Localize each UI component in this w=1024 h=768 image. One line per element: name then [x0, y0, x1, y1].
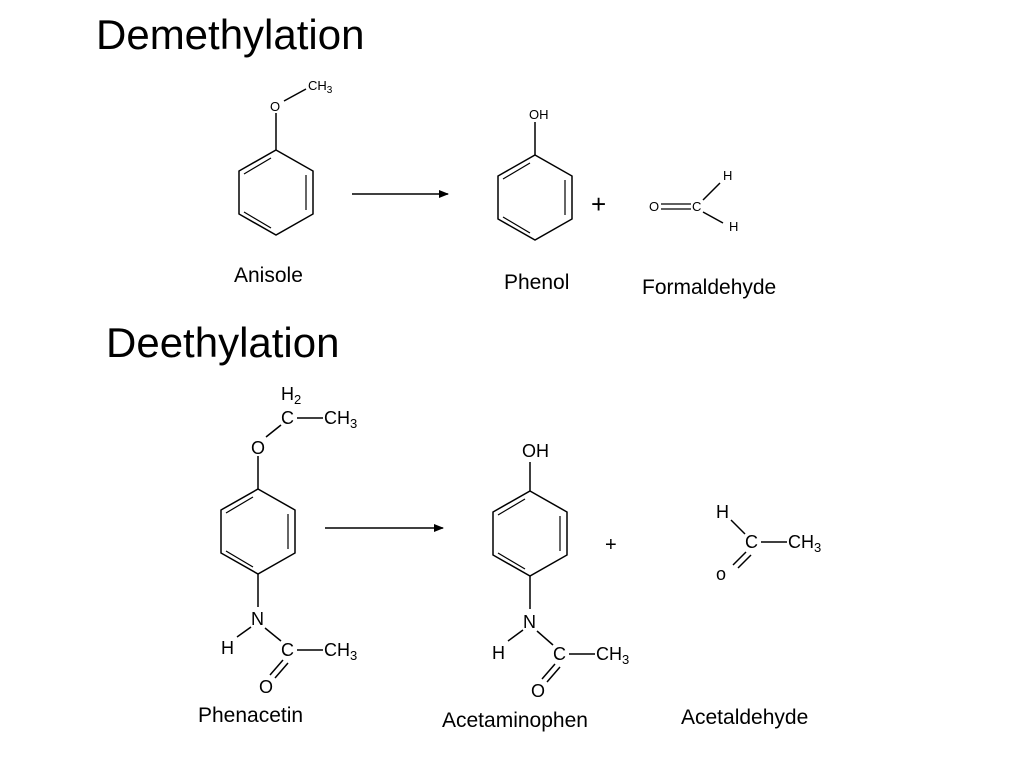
acetaminophen-co-double-bond	[546, 666, 561, 683]
phenacetin-carbonyl-o-atom: O	[259, 677, 273, 697]
phenacetin-h-atom: H	[221, 638, 234, 658]
acetaminophen-carbonyl-c-atom: C	[553, 644, 566, 664]
phenacetin-acetyl-ch3-atom: CH3	[324, 640, 357, 663]
demethylation-title: Demethylation	[96, 11, 365, 58]
formaldehyde-h-bond	[702, 182, 721, 201]
phenacetin-co-double-bond	[269, 659, 284, 676]
formaldehyde-label: Formaldehyde	[642, 276, 777, 299]
acetaldehyde-co-double-bond	[737, 554, 752, 569]
acetaminophen-nc-bond	[536, 630, 554, 646]
phenol-ring	[497, 154, 573, 241]
acetaminophen-carbonyl-o-atom: O	[531, 681, 545, 701]
phenacetin-nh-bond	[236, 626, 252, 638]
acetaminophen-ring	[492, 490, 568, 577]
formaldehyde-c-atom: C	[692, 199, 701, 214]
acetaminophen-ch3-atom: CH3	[596, 644, 629, 667]
acetaminophen-n-atom: N	[523, 612, 536, 632]
phenol-oh-atom: OH	[529, 107, 549, 122]
phenacetin-h2-atom: H2	[281, 384, 301, 407]
acetaminophen-structure: OH N H C CH3 O	[492, 441, 629, 701]
phenacetin-ch3-atom: CH3	[324, 408, 357, 431]
acetaminophen-double-bond	[497, 498, 526, 516]
plus-sign-2: +	[605, 534, 617, 556]
anisole-o-atom: O	[270, 99, 280, 114]
acetaldehyde-h-atom: H	[716, 502, 729, 522]
acetaldehyde-label: Acetaldehyde	[681, 706, 809, 729]
formaldehyde-o-atom: O	[649, 199, 659, 214]
phenol-double-bond	[502, 216, 531, 234]
acetaminophen-label: Acetaminophen	[442, 709, 588, 732]
deethylation-title: Deethylation	[106, 319, 340, 366]
anisole-label: Anisole	[234, 264, 303, 287]
formaldehyde-h-bond	[702, 211, 724, 224]
acetaminophen-double-bond	[497, 552, 526, 570]
phenacetin-o-atom: O	[251, 438, 265, 458]
anisole-structure: O CH3	[238, 78, 333, 236]
anisole-double-bond	[243, 157, 272, 175]
phenol-label: Phenol	[504, 271, 570, 294]
plus-sign-1: +	[591, 189, 606, 219]
acetaldehyde-ch3-atom: CH3	[788, 532, 821, 555]
phenol-structure: OH	[497, 107, 573, 241]
formaldehyde-h-atom: H	[723, 168, 732, 183]
phenacetin-nc-bond	[264, 627, 282, 642]
phenacetin-oc-bond	[265, 424, 282, 438]
acetaldehyde-hc-bond	[730, 519, 746, 535]
anisole-ch3-atom: CH3	[308, 78, 333, 96]
acetaminophen-oh-atom: OH	[522, 441, 549, 461]
anisole-double-bond	[243, 211, 272, 229]
acetaldehyde-c-atom: C	[745, 532, 758, 552]
phenacetin-double-bond	[225, 550, 254, 568]
acetaldehyde-structure: H C CH3 o	[716, 502, 821, 584]
acetaldehyde-o-atom: o	[716, 564, 726, 584]
acetaminophen-nh-bond	[507, 629, 524, 642]
phenacetin-co-double-bond	[274, 662, 289, 679]
acetaldehyde-co-double-bond	[732, 551, 747, 566]
phenacetin-ring	[220, 488, 296, 575]
phenacetin-label: Phenacetin	[198, 704, 304, 727]
anisole-ch3-bond	[283, 88, 307, 102]
acetaminophen-co-double-bond	[541, 663, 556, 680]
phenacetin-ch2-c-atom: C	[281, 408, 294, 428]
phenacetin-double-bond	[225, 496, 254, 514]
phenacetin-structure: O C H2 CH3 N H C CH3 O	[220, 384, 357, 697]
phenol-double-bond	[502, 162, 531, 180]
anisole-ring	[238, 149, 314, 236]
phenacetin-n-atom: N	[251, 609, 264, 629]
formaldehyde-h-atom: H	[729, 219, 738, 234]
formaldehyde-structure: O C H H	[649, 168, 738, 234]
acetaminophen-h-atom: H	[492, 643, 505, 663]
phenacetin-carbonyl-c-atom: C	[281, 640, 294, 660]
